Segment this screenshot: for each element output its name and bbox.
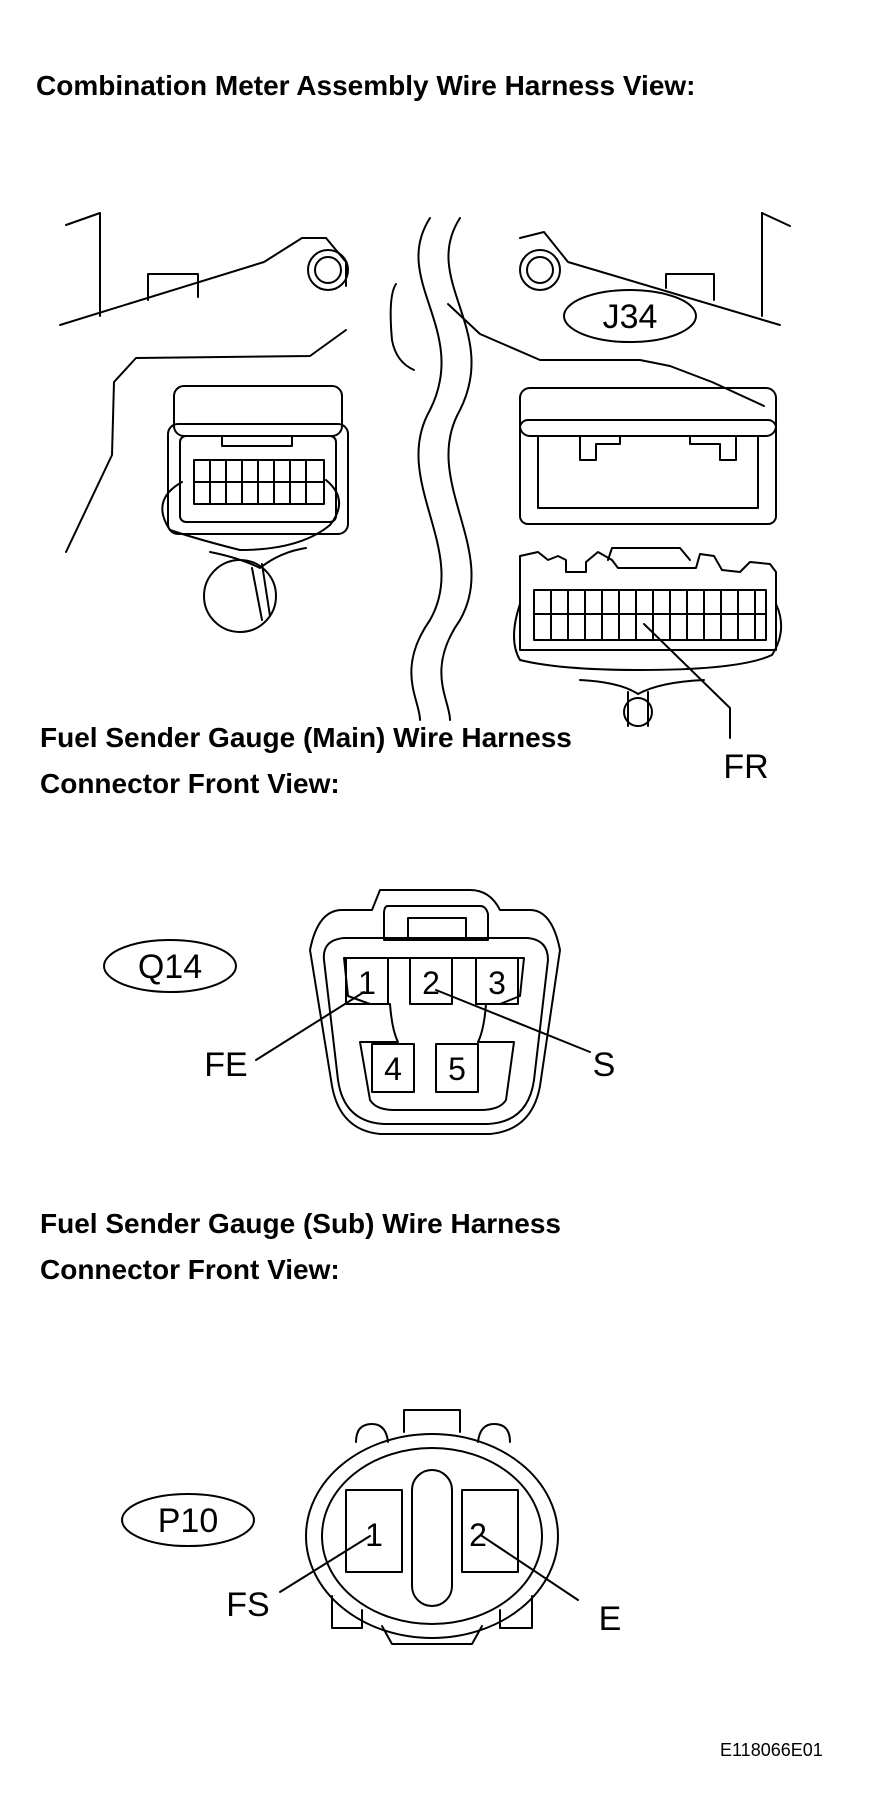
fs-leader-line <box>279 1535 371 1593</box>
q14-connector-id: Q14 <box>138 948 202 986</box>
fuel-sub-heading-line1: Fuel Sender Gauge (Sub) Wire Harness <box>40 1208 561 1239</box>
fr-leader-line <box>643 623 731 739</box>
fuel-main-heading-line1: Fuel Sender Gauge (Main) Wire Harness <box>40 722 572 753</box>
fe-terminal-label: FE <box>204 1046 247 1084</box>
q14-pin-3: 3 <box>488 965 506 1001</box>
combination-meter-heading: Combination Meter Assembly Wire Harness … <box>36 70 696 101</box>
p10-pin-1: 1 <box>365 1517 383 1553</box>
fr-terminal-label: FR <box>723 748 768 786</box>
p10-pin-2: 2 <box>469 1517 487 1553</box>
p10-callout-oval <box>121 1493 255 1547</box>
q14-pin-4: 4 <box>384 1051 402 1087</box>
e-terminal-label: E <box>599 1600 622 1638</box>
figure-code: E118066E01 <box>720 1740 823 1760</box>
s-leader-line <box>435 989 591 1053</box>
q14-connector <box>309 889 561 1135</box>
right-meter-connector-cover <box>519 387 777 525</box>
left-meter-connector <box>161 385 349 633</box>
j34-connector-id: J34 <box>603 298 658 336</box>
q14-pin-5: 5 <box>448 1051 466 1087</box>
fe-leader-line <box>255 991 365 1061</box>
wire-bundle <box>410 217 473 721</box>
s-terminal-label: S <box>593 1046 616 1084</box>
fuel-sub-heading-line2: Connector Front View: <box>40 1254 340 1285</box>
q14-callout-oval <box>103 939 237 993</box>
q14-pin-2: 2 <box>422 965 440 1001</box>
fs-terminal-label: FS <box>226 1586 269 1624</box>
meter-housing <box>59 212 791 553</box>
q14-pin-1: 1 <box>358 965 376 1001</box>
p10-connector <box>305 1409 559 1645</box>
e-leader-line <box>481 1535 579 1601</box>
j34-callout-oval <box>563 289 697 343</box>
j34-connector <box>513 547 783 727</box>
fuel-main-heading-line2: Connector Front View: <box>40 768 340 799</box>
p10-connector-id: P10 <box>158 1502 219 1540</box>
